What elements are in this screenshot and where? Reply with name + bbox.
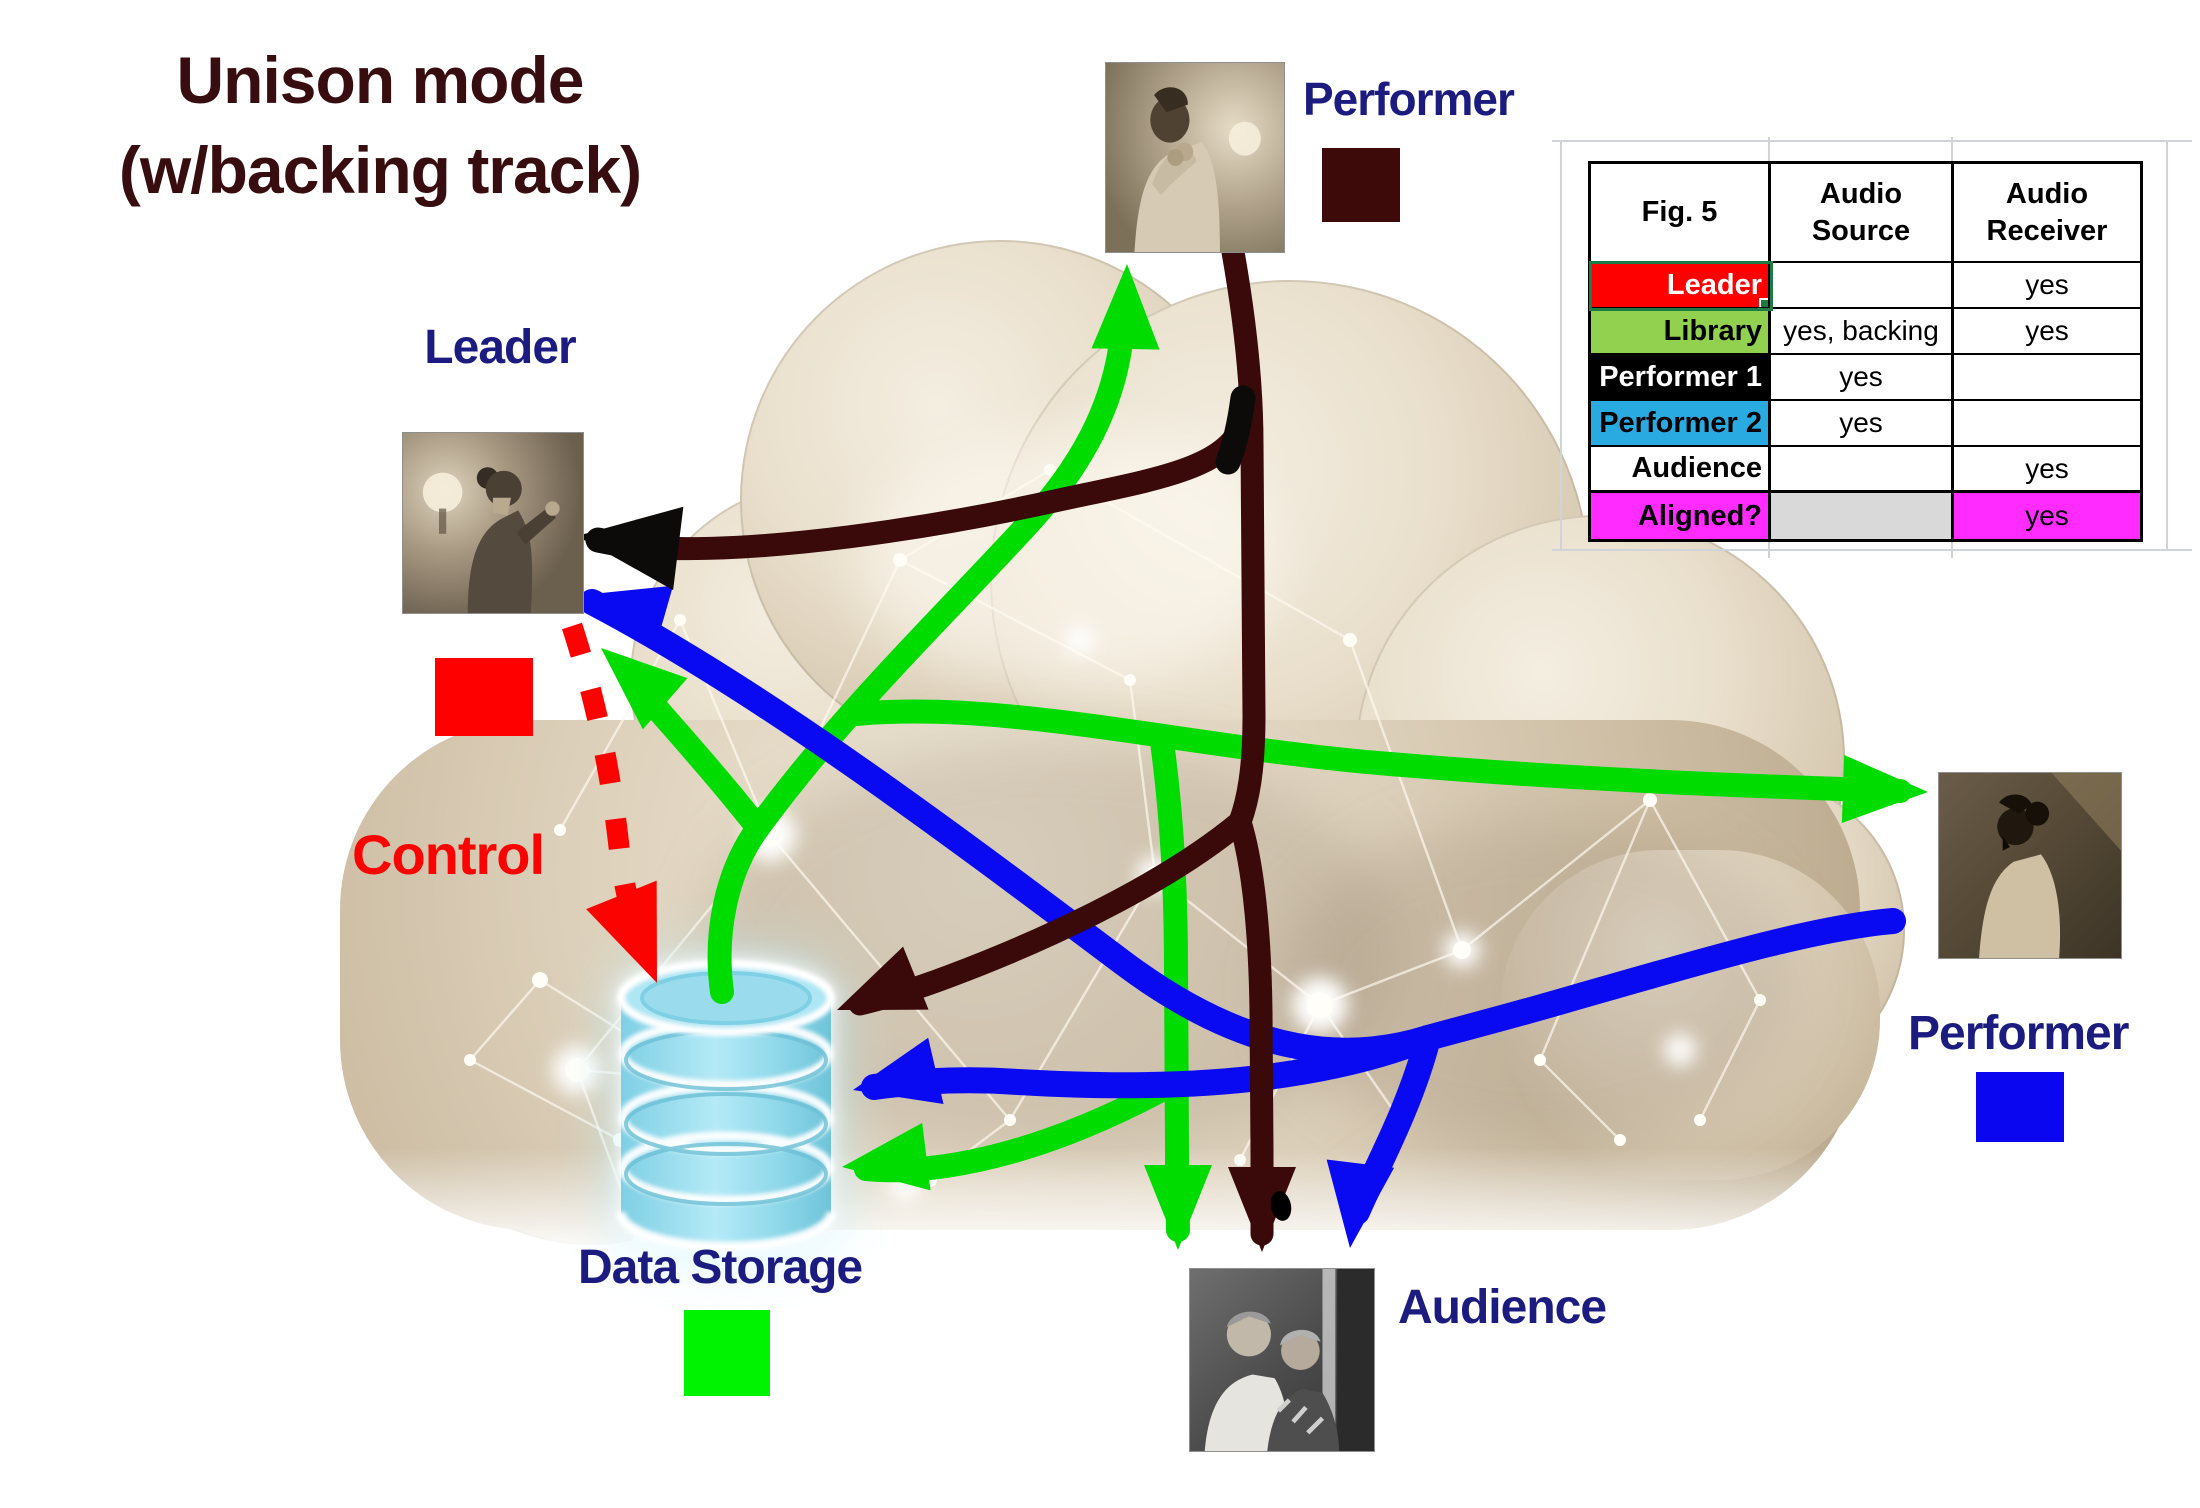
control-arrow (562, 622, 657, 983)
library-legend-square (684, 1310, 770, 1396)
performer-right-label: Performer (1908, 1007, 2129, 1060)
performer-top-photo (1105, 62, 1285, 253)
performer-top-label: Performer (1303, 73, 1515, 125)
spreadsheet-gridline (1951, 540, 1953, 558)
cloud-bottom-fade (290, 1148, 1910, 1268)
performer1-legend-square (1322, 148, 1400, 222)
spreadsheet-gridline (1552, 549, 2192, 551)
table-cell-performer2-receiver[interactable] (1954, 401, 2140, 447)
table-cell-leader[interactable]: Leader (1589, 261, 1773, 311)
table-cell-aligned[interactable]: Aligned? (1591, 493, 1771, 539)
leader-label: Leader (424, 321, 576, 374)
data-storage-label: Data Storage (578, 1241, 863, 1294)
table-cell-performer2[interactable]: Performer 2 (1591, 401, 1771, 447)
control-label: Control (352, 823, 545, 886)
fig5-table: Fig. 5 Audio Source Audio Receiver Leade… (1588, 161, 2143, 542)
table-cell-performer1[interactable]: Performer 1 (1591, 355, 1771, 401)
table-cell-performer1-source[interactable]: yes (1771, 355, 1954, 401)
table-cell-library[interactable]: Library (1591, 309, 1771, 355)
spreadsheet-gridline (1560, 140, 1562, 551)
library-audio-arrows (601, 264, 1928, 1250)
table-cell-leader-receiver[interactable]: yes (1954, 263, 2140, 309)
spreadsheet-gridline (2166, 140, 2168, 551)
table-cell-library-source[interactable]: yes, backing (1771, 309, 1954, 355)
diagram-title-line2: (w/backing track) (118, 132, 642, 207)
table-cell-audience-source[interactable] (1771, 447, 1954, 493)
table-cell-leader-source[interactable] (1771, 263, 1954, 309)
table-cell-aligned-source[interactable] (1771, 493, 1954, 539)
leader-photo (402, 432, 584, 614)
audience-photo (1189, 1268, 1375, 1452)
table-cell-performer1-receiver[interactable] (1954, 355, 2140, 401)
audience-label: Audience (1398, 1281, 1607, 1334)
spreadsheet-gridline (1552, 140, 2192, 142)
performer-right-photo (1938, 772, 2122, 959)
spreadsheet-gridline (1951, 137, 1953, 161)
spreadsheet-gridline (1768, 137, 1770, 161)
leader-legend-square (435, 658, 533, 736)
table-cell-audience[interactable]: Audience (1591, 447, 1771, 493)
table-corner-cell[interactable]: Fig. 5 (1591, 164, 1771, 263)
table-col-audio-source[interactable]: Audio Source (1771, 164, 1954, 263)
table-cell-library-receiver[interactable]: yes (1954, 309, 2140, 355)
performer2-audio-arrows (579, 585, 1906, 1248)
performer2-legend-square (1976, 1072, 2064, 1142)
table-cell-aligned-receiver[interactable]: yes (1954, 493, 2140, 539)
table-cell-audience-receiver[interactable]: yes (1954, 447, 2140, 493)
diagram-title: Unison mode (w/backing track) (50, 36, 710, 216)
table-cell-performer2-source[interactable]: yes (1771, 401, 1954, 447)
table-col-audio-receiver[interactable]: Audio Receiver (1954, 164, 2140, 263)
spreadsheet-gridline (1768, 540, 1770, 558)
diagram-title-line1: Unison mode (176, 43, 584, 117)
performer1-audio-arrows (577, 240, 1296, 1252)
